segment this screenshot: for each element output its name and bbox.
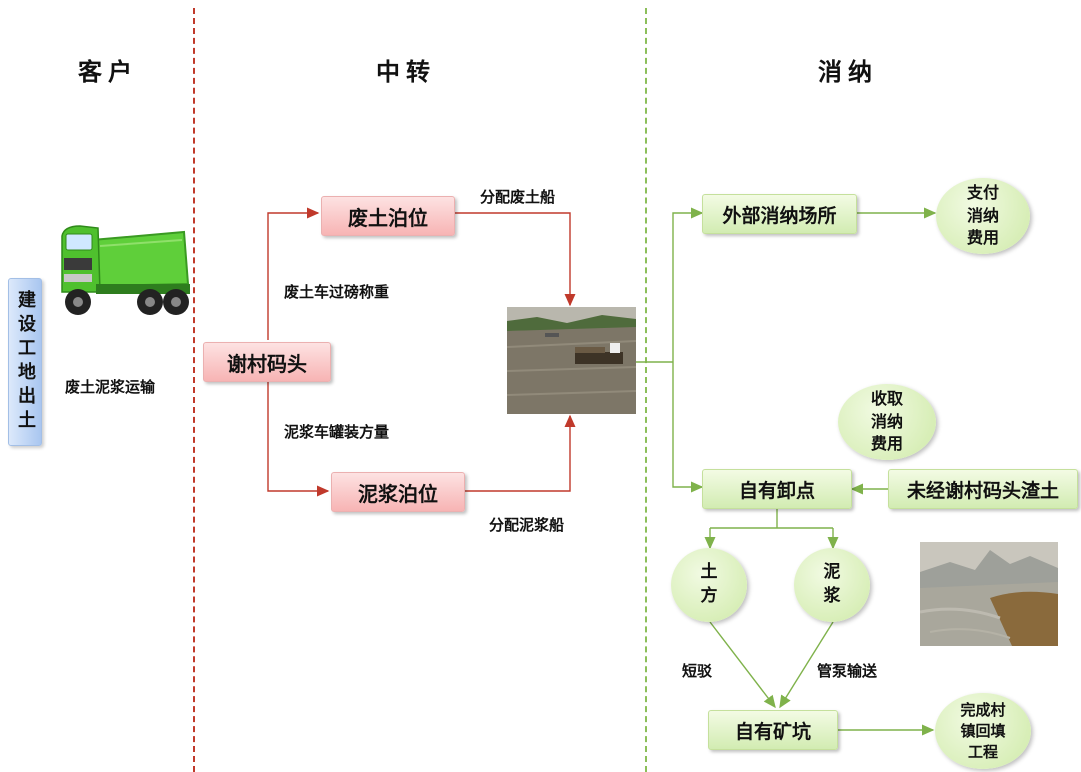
edge-dock-to-waste-berth xyxy=(267,207,320,340)
complete-project-circle: 完成村 镇回填 工程 xyxy=(935,693,1031,769)
own-unload-box: 自有卸点 xyxy=(702,469,852,509)
edge-mud-berth-to-ship xyxy=(465,414,576,492)
pay-fee-circle: 支付 消纳 费用 xyxy=(936,178,1030,254)
divider-customer-transfer xyxy=(193,8,195,772)
column-title-disposal: 消纳 xyxy=(818,57,878,86)
source-site-box: 建设工地出土 xyxy=(8,278,42,446)
other-slag-box: 未经谢村码头渣土 xyxy=(888,469,1078,509)
transport-label: 废土泥浆运输 xyxy=(65,378,156,396)
short-haul-label: 短驳 xyxy=(682,662,713,680)
xiecun-dock-box: 谢村码头 xyxy=(203,342,331,382)
edge-earth-to-pit xyxy=(709,621,776,709)
collect-fee-circle: 收取 消纳 费用 xyxy=(838,384,936,460)
assign-waste-ship-label: 分配废土船 xyxy=(480,188,556,206)
edge-waste-berth-to-ship xyxy=(455,212,576,307)
dump-truck-icon xyxy=(61,225,190,315)
edge-mud-to-pit xyxy=(779,621,834,709)
mud-circle: 泥 浆 xyxy=(794,548,870,622)
column-title-transfer: 中转 xyxy=(376,57,436,86)
waste-berth-box: 废土泊位 xyxy=(321,196,455,236)
edge-dock-to-mud-berth xyxy=(267,382,330,497)
edge-to-external-site xyxy=(672,207,704,362)
river-barge-photo xyxy=(507,307,636,414)
mud-tank-label: 泥浆车罐装方量 xyxy=(284,423,390,441)
assign-mud-ship-label: 分配泥浆船 xyxy=(489,516,565,534)
column-title-customer: 客户 xyxy=(78,57,138,86)
edge-to-own-unload xyxy=(672,362,704,493)
earth-circle: 土 方 xyxy=(671,548,747,622)
pipe-pump-label: 管泵输送 xyxy=(817,662,878,680)
truck-weigh-label: 废土车过磅称重 xyxy=(284,283,390,301)
own-pit-box: 自有矿坑 xyxy=(708,710,838,750)
divider-transfer-disposal xyxy=(645,8,647,772)
external-site-box: 外部消纳场所 xyxy=(702,194,857,234)
quarry-pit-photo xyxy=(920,542,1058,646)
mud-berth-box: 泥浆泊位 xyxy=(331,472,465,512)
